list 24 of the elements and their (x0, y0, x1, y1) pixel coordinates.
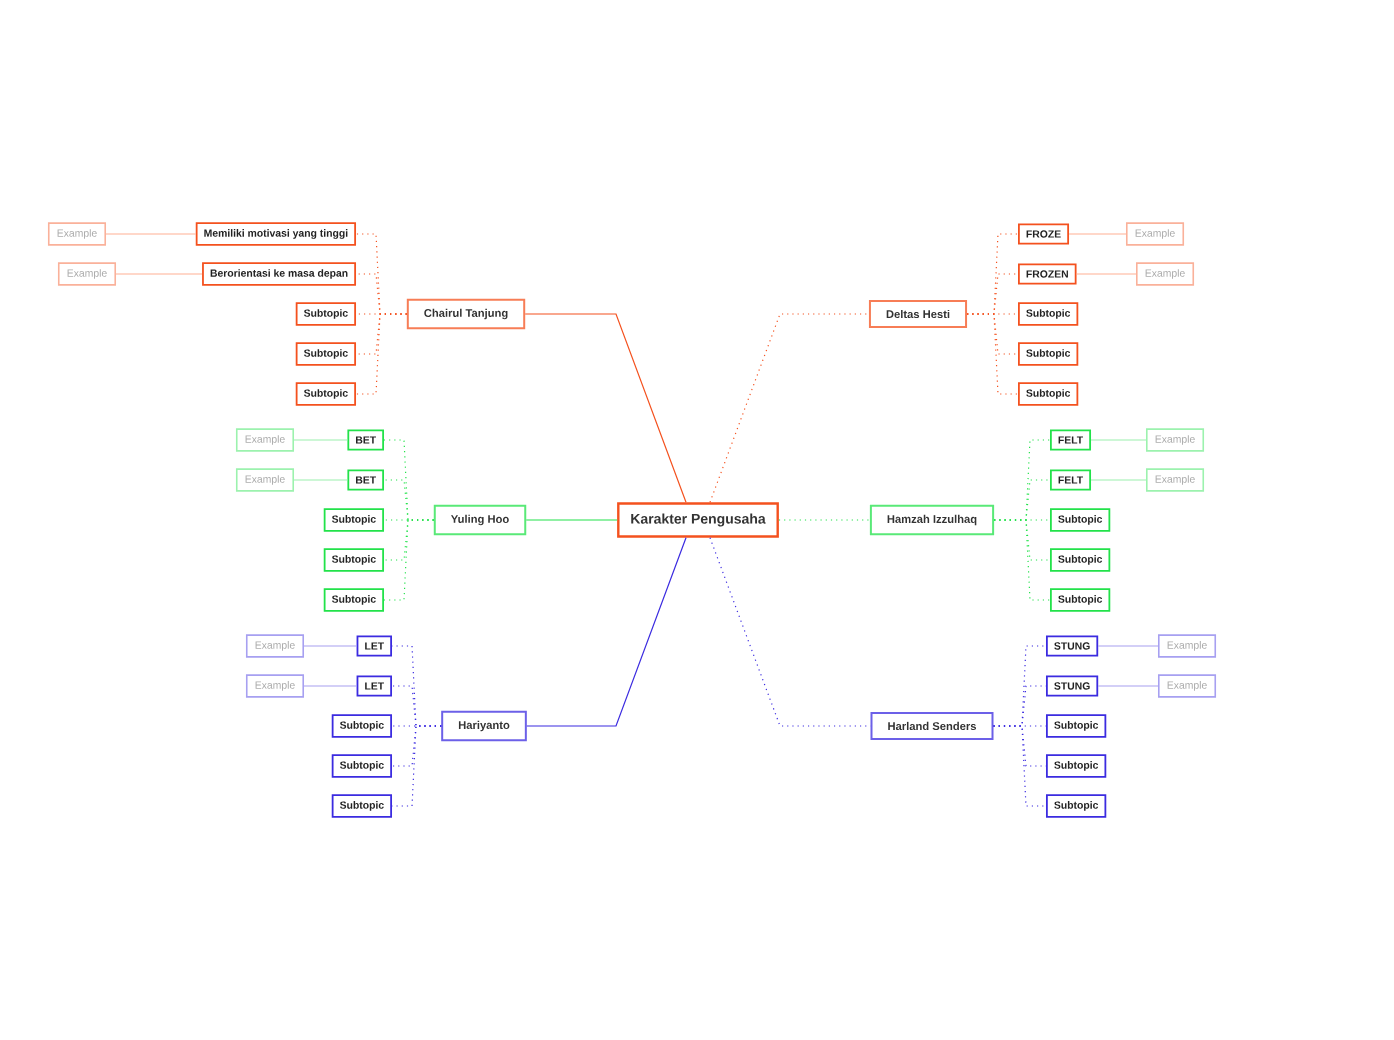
connector-line (992, 725, 1047, 807)
connector-line (709, 313, 870, 503)
connector-line (526, 537, 687, 727)
connector-line (993, 519, 1051, 601)
connector-line (115, 273, 203, 275)
connector-line (293, 479, 349, 481)
connector-line (966, 313, 1019, 395)
connector-line (525, 519, 618, 521)
connector-line (1090, 439, 1147, 441)
connector-line (1097, 645, 1159, 647)
connector-line (293, 439, 349, 441)
connector-line (303, 645, 358, 647)
connector-line (1097, 685, 1159, 687)
connector-line (709, 537, 872, 727)
connector-line (1090, 479, 1147, 481)
connector-line (303, 685, 358, 687)
connector-line (391, 725, 442, 807)
connector-line (1068, 233, 1127, 235)
connector-line (383, 519, 435, 601)
connector-line (524, 313, 687, 503)
connector-line (1075, 273, 1137, 275)
connector-line (778, 519, 871, 521)
connector-line (355, 313, 408, 395)
connector-line (105, 233, 197, 235)
